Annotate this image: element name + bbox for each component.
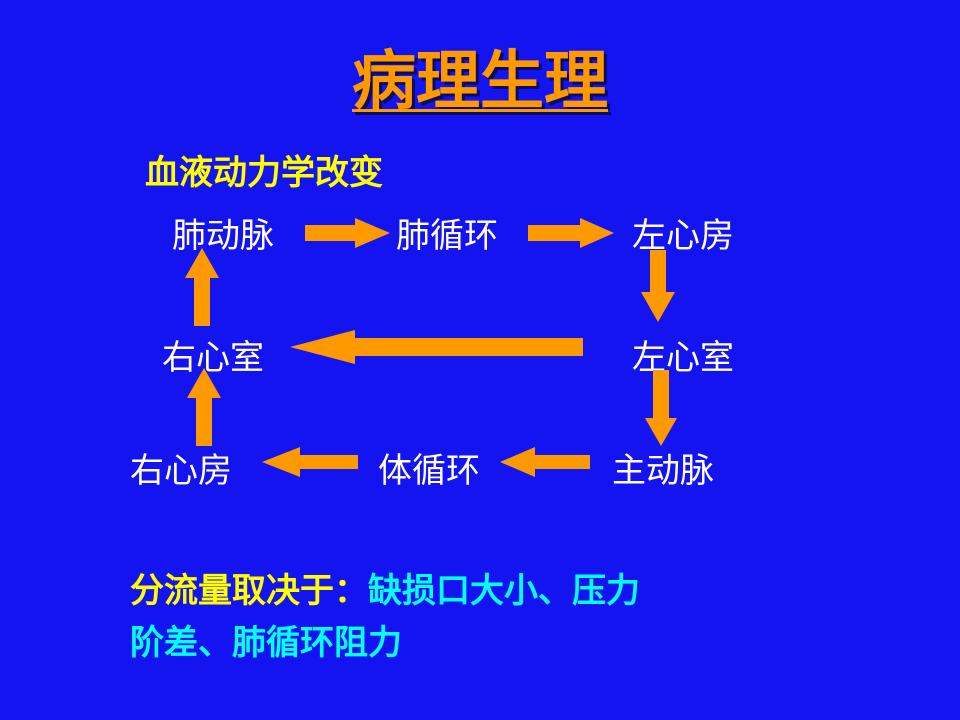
- node-systemic-circulation: 体循环: [378, 451, 480, 491]
- shunt-description: 分流量取决于：缺损口大小、压力 阶差、肺循环阻力: [130, 565, 810, 669]
- node-left-atrium: 左心房: [632, 216, 734, 256]
- shunt-factors-1: 缺损口大小、压力: [368, 571, 640, 611]
- shunt-lead: 分流量取决于：: [130, 571, 368, 611]
- arrow-pa-to-pc: [305, 218, 390, 248]
- arrow-la-to-lv: [641, 250, 675, 322]
- arrow-sc-to-ra: [262, 447, 358, 477]
- node-pulmonary-circulation: 肺循环: [396, 216, 498, 256]
- shunt-factors-2: 阶差、肺循环阻力: [130, 623, 402, 663]
- arrow-lv-to-rv: [290, 330, 583, 364]
- node-right-atrium: 右心房: [130, 451, 232, 491]
- node-right-ventricle: 右心室: [162, 338, 264, 378]
- section-subtitle: 血液动力学改变: [145, 153, 383, 193]
- node-left-ventricle: 左心室: [632, 338, 734, 378]
- arrow-pc-to-la: [528, 218, 614, 248]
- node-pulmonary-artery: 肺动脉: [172, 216, 274, 256]
- arrow-lv-to-aorta: [645, 370, 677, 446]
- arrow-aorta-to-sc: [500, 447, 590, 477]
- slide-title: 病理生理: [352, 45, 608, 119]
- node-aorta: 主动脉: [612, 451, 714, 491]
- arrow-ra-to-rv: [187, 368, 221, 446]
- arrow-rv-to-pa: [185, 248, 219, 326]
